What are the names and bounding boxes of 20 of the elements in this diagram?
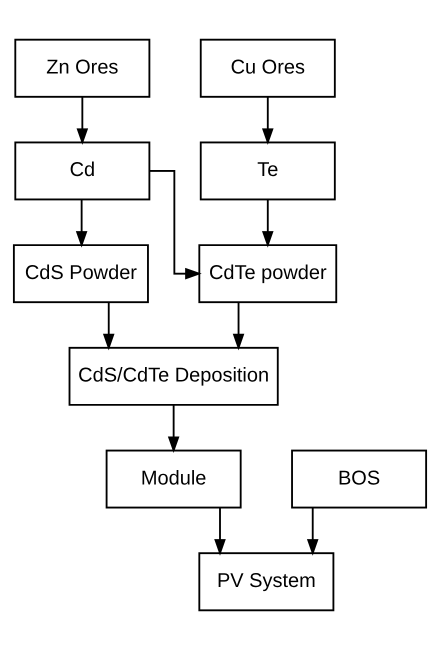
- arrow: [102, 302, 115, 350]
- arrow: [76, 96, 88, 145]
- arrow: [76, 200, 88, 248]
- node-box: Module: [106, 450, 242, 509]
- arrow: [150, 170, 202, 280]
- arrow: [262, 96, 274, 145]
- node-box: CdTe powder: [198, 244, 338, 304]
- arrow: [262, 200, 274, 248]
- node-box: BOS: [291, 450, 428, 509]
- arrow: [168, 404, 180, 454]
- node-box: PV System: [198, 552, 334, 612]
- node-box: CdS Powder: [12, 244, 149, 304]
- arrow: [214, 508, 226, 556]
- node-box: Zn Ores: [14, 38, 150, 98]
- arrow: [306, 508, 319, 556]
- node-box: Cd: [14, 141, 150, 200]
- node-box: Cu Ores: [200, 38, 336, 98]
- node-box: Te: [200, 141, 336, 200]
- arrow: [232, 302, 244, 350]
- node-box: CdS/CdTe Deposition: [68, 346, 279, 406]
